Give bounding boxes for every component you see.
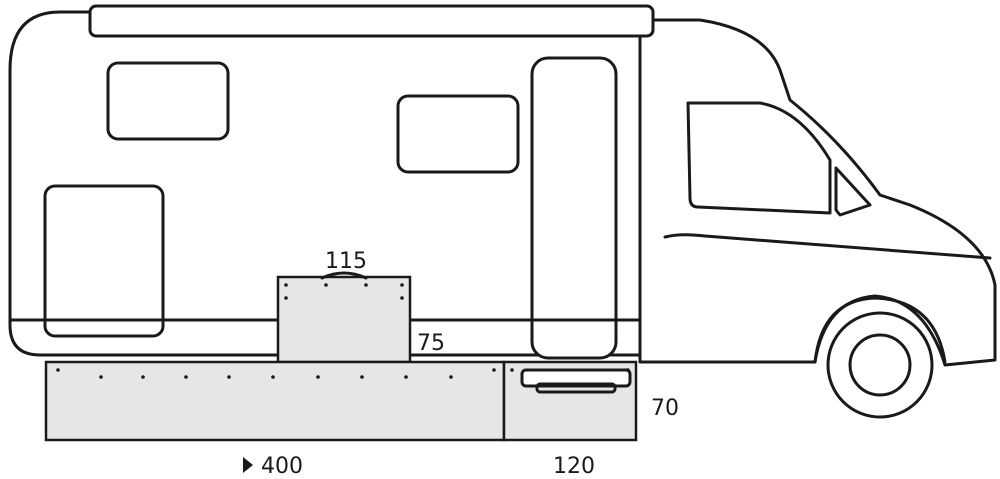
dim-rear-box-height: 70 — [651, 396, 679, 421]
entry-door — [530, 56, 618, 360]
dim-box-top-height: 75 — [417, 331, 445, 356]
roof-awning — [88, 4, 655, 38]
triangle-right-icon — [243, 457, 253, 473]
storage-box-top — [276, 275, 412, 364]
rear-door — [43, 184, 165, 338]
storage-box-top-rivets — [284, 283, 404, 300]
storage-box-main — [44, 360, 506, 442]
camper-cab — [638, 18, 997, 367]
dim-box-top-width: 115 — [325, 249, 367, 274]
window-upper-left — [106, 61, 230, 141]
storage-box-rear-step — [520, 368, 632, 388]
storage-box-rear-handle — [535, 382, 617, 394]
cab-belt-line — [663, 233, 992, 260]
window-middle — [396, 94, 520, 174]
dim-main-box-length: 400 — [261, 454, 303, 479]
storage-box-main-rivets — [56, 368, 496, 379]
storage-box-rear-rivets — [510, 368, 630, 372]
wheel-arch — [813, 296, 947, 364]
cab-window — [686, 101, 832, 215]
storage-box-top-vent — [320, 271, 368, 280]
dim-rear-box-length: 120 — [553, 454, 595, 479]
side-mirror — [834, 166, 872, 217]
wheel-rim — [848, 333, 912, 397]
